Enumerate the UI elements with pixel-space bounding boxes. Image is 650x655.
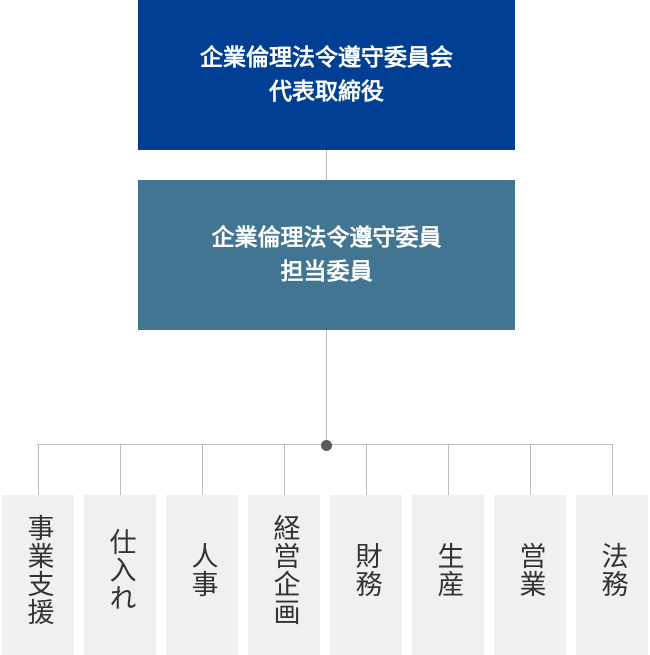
department-label: 財務 <box>350 542 382 598</box>
department-box: 法務 <box>576 495 648 655</box>
committee-member-box: 企業倫理法令遵守委員 担当委員 <box>138 180 515 330</box>
connector-drop <box>612 445 613 495</box>
committee-name: 企業倫理法令遵守委員会 <box>200 45 453 71</box>
committee-member-name: 企業倫理法令遵守委員 <box>211 225 442 251</box>
committee-representative-box: 企業倫理法令遵守委員会 代表取締役 <box>138 0 515 150</box>
connector-drop <box>38 445 39 495</box>
department-label: 生産 <box>432 542 464 598</box>
connector-drop <box>120 445 121 495</box>
department-label: 営業 <box>514 542 546 598</box>
department-box: 営業 <box>494 495 566 655</box>
connector-drop <box>530 445 531 495</box>
department-box: 財務 <box>330 495 402 655</box>
junction-dot <box>321 440 332 451</box>
representative-title: 代表取締役 <box>269 79 384 105</box>
committee-member-title: 担当委員 <box>280 259 373 285</box>
department-box: 事業支援 <box>2 495 74 655</box>
department-box: 仕入れ <box>84 495 156 655</box>
department-label: 法務 <box>596 542 628 598</box>
department-label: 事業支援 <box>22 514 54 626</box>
department-box: 生産 <box>412 495 484 655</box>
department-box: 人事 <box>166 495 238 655</box>
connector-drop <box>284 445 285 495</box>
connector-drop <box>366 445 367 495</box>
department-label: 仕入れ <box>104 528 136 612</box>
connector-drop <box>202 445 203 495</box>
department-label: 経営企画 <box>268 514 300 626</box>
department-box: 経営企画 <box>248 495 320 655</box>
connector-drop <box>448 445 449 495</box>
department-label: 人事 <box>186 542 218 598</box>
